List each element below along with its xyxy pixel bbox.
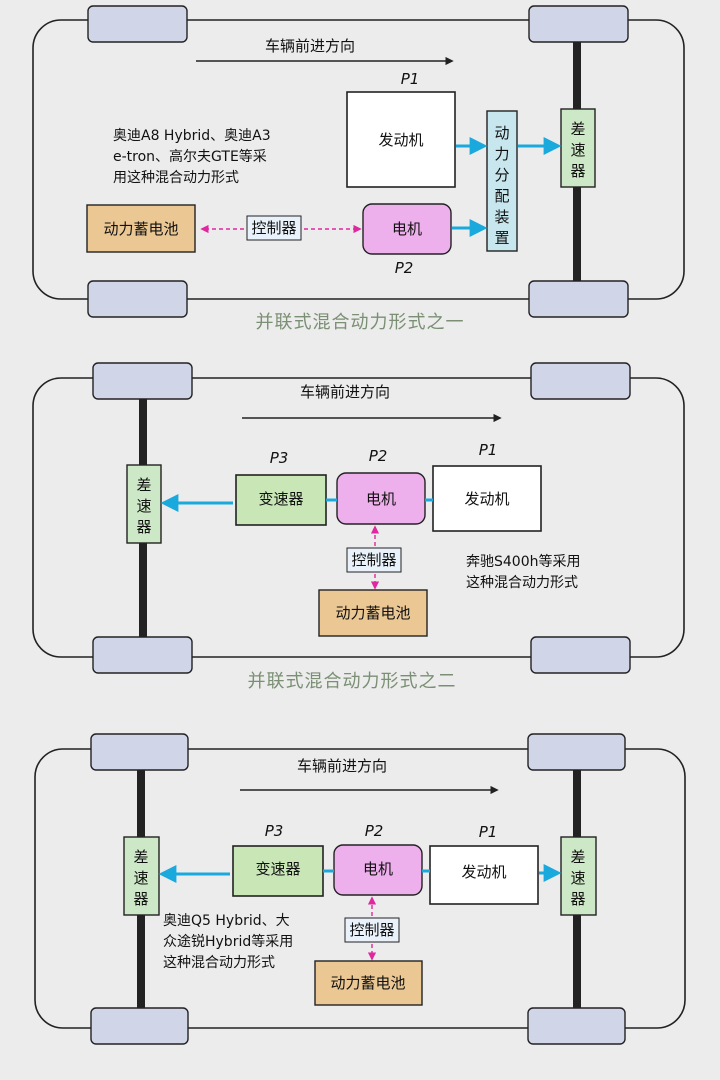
differential-char: 差 (570, 848, 585, 866)
direction-label: 车辆前进方向 (300, 383, 390, 401)
battery-box (318, 589, 428, 637)
transmission-box (235, 474, 327, 526)
p3-label: P3 (265, 822, 284, 840)
power-split-char: 动 (494, 124, 509, 142)
p2-label: P2 (369, 447, 388, 465)
differential-char: 差 (136, 476, 151, 494)
power-split-char: 置 (494, 229, 509, 247)
differential-box (126, 464, 162, 544)
note-line: e-tron、高尔夫GTE等采 (113, 148, 267, 165)
power-split-char: 配 (494, 187, 509, 205)
wheel (528, 280, 629, 318)
vehicle-outline (32, 377, 685, 658)
diagram-2: 车辆前进方向 差 速 器 P3 变速器 P2 电机 P1 发动机 控制器 动力蓄… (32, 362, 685, 692)
wheel (530, 636, 631, 674)
diagram-caption: 并联式混合动力形式之一 (256, 312, 465, 333)
engine-box (429, 845, 539, 905)
note-line: 奥迪A8 Hybrid、奥迪A3 (113, 127, 271, 144)
differential-char: 速 (136, 497, 151, 515)
controller-box (246, 215, 302, 241)
battery-box (314, 960, 423, 1006)
controller-box (346, 547, 402, 573)
differential-char: 差 (570, 120, 585, 138)
motor-box (362, 203, 452, 255)
differential-char: 速 (570, 869, 585, 887)
controller-label: 控制器 (349, 921, 394, 939)
wheel (90, 733, 189, 771)
wheel (527, 733, 626, 771)
differential-char: 器 (570, 890, 585, 908)
note-line: 用这种混合动力形式 (113, 169, 239, 186)
controller-box (344, 917, 400, 943)
wheel (90, 1007, 189, 1045)
wheel (92, 362, 193, 400)
differential-char: 差 (133, 848, 148, 866)
direction-label: 车辆前进方向 (265, 37, 355, 55)
vehicle-outline (32, 19, 685, 300)
controller-label: 控制器 (251, 219, 296, 237)
diagram-3: 车辆前进方向 差 速 器 差 速 器 P3 变速器 P2 电机 P1 发动机 控… (34, 733, 686, 1045)
diagram-caption: 并联式混合动力形式之二 (248, 671, 457, 692)
differential-char: 速 (570, 141, 585, 159)
engine-box (346, 91, 456, 188)
battery-label: 动力蓄电池 (103, 220, 178, 238)
battery-box (86, 204, 196, 253)
wheel (87, 5, 188, 43)
motor-label: 电机 (392, 220, 422, 238)
vehicle-outline (34, 748, 686, 1029)
differential-char: 器 (570, 162, 585, 180)
differential-char: 速 (133, 869, 148, 887)
wheel (527, 1007, 626, 1045)
wheel (528, 5, 629, 43)
motor-label: 电机 (366, 490, 396, 508)
note-line: 这种混合动力形式 (466, 574, 578, 591)
diagram-1: 车辆前进方向 P1 发动机 动 力 分 配 装 置 差 速 器 电机 P2 控制… (32, 5, 685, 333)
engine-label: 发动机 (464, 490, 509, 508)
wheel (530, 362, 631, 400)
p1-label: P1 (479, 441, 498, 459)
direction-label: 车辆前进方向 (297, 757, 387, 775)
engine-box (432, 465, 542, 532)
power-split-char: 分 (494, 166, 509, 184)
note-line: 奥迪Q5 Hybrid、大 (163, 912, 290, 929)
power-split-device (486, 110, 518, 252)
battery-label: 动力蓄电池 (330, 974, 405, 992)
engine-label: 发动机 (461, 863, 506, 881)
power-split-char: 装 (494, 208, 509, 226)
p3-label: P3 (270, 449, 289, 467)
transmission-box (232, 845, 324, 897)
p2-label: P2 (395, 259, 414, 277)
differential-box (560, 108, 596, 188)
differential-char: 器 (133, 890, 148, 908)
differential-char: 器 (136, 518, 151, 536)
motor-label: 电机 (363, 860, 393, 878)
transmission-label: 变速器 (258, 490, 303, 508)
battery-label: 动力蓄电池 (335, 604, 410, 622)
note-line: 这种混合动力形式 (163, 954, 275, 971)
power-split-char: 力 (494, 145, 509, 163)
note-line: 众途锐Hybrid等采用 (163, 933, 293, 950)
wheel (87, 280, 188, 318)
differential-box-left (123, 836, 160, 916)
note-line: 奔驰S400h等采用 (466, 553, 580, 570)
engine-label: 发动机 (378, 131, 423, 149)
controller-label: 控制器 (351, 551, 396, 569)
p2-label: P2 (365, 822, 384, 840)
wheel (92, 636, 193, 674)
p1-label: P1 (401, 70, 420, 88)
transmission-label: 变速器 (255, 860, 300, 878)
p1-label: P1 (479, 823, 498, 841)
